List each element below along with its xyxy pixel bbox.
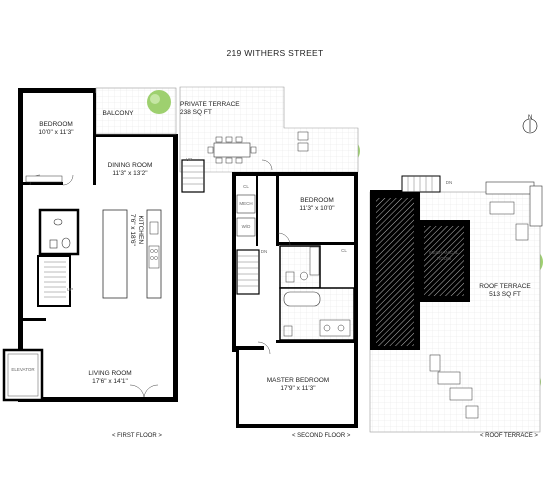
balcony-label: BALCONY (102, 110, 134, 117)
private-terrace-area: 238 SQ FT (180, 109, 212, 116)
mechanical-room-name: MECHANICAL (429, 250, 459, 255)
living-room-dimensions: 17'6" x 14'1" (92, 378, 128, 385)
roof-terrace-caption: < ROOF TERRACE > (480, 433, 538, 439)
closet-label-1: CL (243, 184, 249, 189)
kitchen-name: KITCHEN (136, 215, 144, 245)
master-bedroom-name: MASTER BEDROOM (266, 377, 330, 384)
master-bedroom-dimensions: 17'9" x 11'3" (280, 385, 316, 392)
mechanical-room-sub: ROOM (437, 256, 451, 261)
private-terrace-name: PRIVATE TERRACE (180, 101, 240, 108)
elevator-label: ELEVATOR (11, 367, 35, 372)
washer-dryer-label: W/D (241, 224, 251, 229)
north-label: N (528, 115, 533, 121)
dining-room-dimensions: 11'3" x 13'2" (112, 170, 148, 177)
stair-down-label-2: DN (260, 249, 268, 254)
roof-stair-down-label: DN (445, 180, 453, 185)
north-arrow-icon (522, 118, 538, 134)
roof-terrace-name: ROOF TERRACE (479, 283, 531, 290)
first-floor-caption: < FIRST FLOOR > (112, 433, 162, 439)
kitchen-dimensions: 7'6" x 18'6" (128, 213, 136, 246)
bedroom-1-name: BEDROOM (39, 121, 73, 128)
roof-terrace (369, 175, 543, 433)
second-floor-caption: < SECOND FLOOR > (292, 433, 351, 439)
terrace-stair-up-label: UP (185, 157, 193, 162)
living-room-name: LIVING ROOM (88, 370, 132, 377)
roof-terrace-area: 513 SQ FT (489, 291, 521, 298)
second-floor (179, 86, 359, 428)
mech-closet-label: MECH (239, 201, 253, 206)
bedroom-1-dimensions: 10'0" x 11'3" (38, 129, 74, 136)
closet-label-2: CL (341, 248, 347, 253)
bedroom-2-name: BEDROOM (300, 197, 334, 204)
plan-title: 219 WITHERS STREET (226, 48, 324, 58)
bedroom-2-dimensions: 11'3" x 10'0" (299, 205, 335, 212)
dining-room-name: DINING ROOM (107, 162, 153, 169)
stair-up-label-1: UP (66, 287, 74, 292)
